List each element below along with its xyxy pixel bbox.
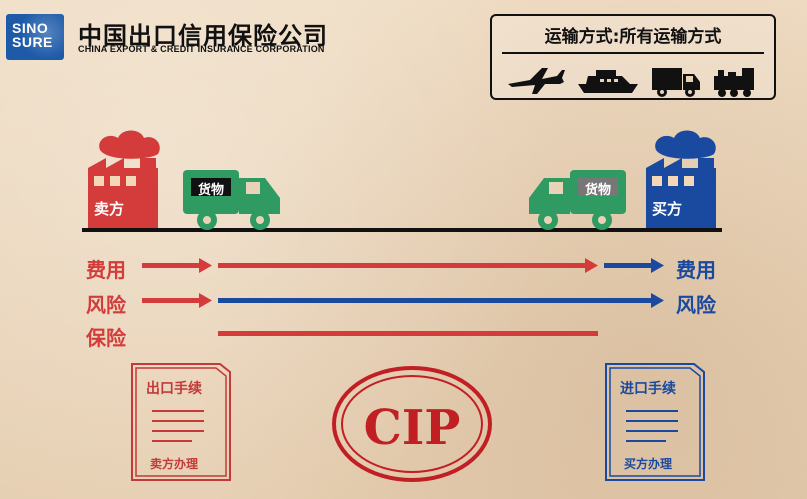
transport-box: 运输方式:所有运输方式 bbox=[490, 14, 776, 100]
seller-label: 卖方 bbox=[94, 200, 125, 218]
transport-icons bbox=[508, 68, 754, 97]
seller-factory-icon bbox=[88, 130, 160, 228]
risk-arrows bbox=[142, 293, 664, 308]
cost-left-label: 费用 bbox=[86, 258, 126, 282]
risk-right-label: 风险 bbox=[676, 293, 716, 317]
risk-left-label: 风险 bbox=[86, 293, 126, 317]
export-doc-title: 出口手续 bbox=[146, 381, 202, 397]
truck-icon bbox=[652, 68, 700, 97]
export-doc-footer: 卖方办理 bbox=[150, 457, 199, 471]
export-document-icon bbox=[131, 363, 231, 481]
truck-right-icon bbox=[529, 170, 626, 230]
train-icon bbox=[714, 68, 754, 97]
cost-arrows bbox=[142, 258, 664, 273]
insurance-arrow bbox=[218, 331, 598, 336]
cargo-right-label: 货物 bbox=[584, 183, 611, 198]
cargo-left-label: 货物 bbox=[197, 183, 224, 198]
company-name-cn: 中国出口信用保险公司 bbox=[78, 22, 328, 50]
cost-right-label: 费用 bbox=[676, 258, 716, 282]
buyer-label: 买方 bbox=[652, 200, 683, 218]
import-document-icon bbox=[605, 363, 705, 481]
sinosure-logo: SINO SURE bbox=[6, 14, 64, 60]
ship-icon bbox=[578, 70, 638, 93]
cip-stamp-icon: CIP bbox=[332, 366, 492, 482]
stamp-text: CIP bbox=[364, 400, 461, 456]
airplane-icon bbox=[508, 68, 565, 94]
buyer-factory-icon bbox=[646, 130, 716, 228]
ground-line bbox=[82, 228, 722, 232]
truck-left-icon bbox=[183, 170, 280, 230]
transport-divider bbox=[502, 52, 764, 54]
import-doc-title: 进口手续 bbox=[620, 381, 676, 397]
transport-title: 运输方式:所有运输方式 bbox=[544, 27, 722, 47]
logo-line1: SINO bbox=[12, 20, 49, 36]
logo-text: SINO SURE bbox=[12, 21, 53, 49]
logo-line2: SURE bbox=[12, 34, 53, 50]
insurance-left-label: 保险 bbox=[86, 326, 126, 350]
company-name-en: CHINA EXPORT & CREDIT INSURANCE CORPORAT… bbox=[78, 44, 325, 54]
import-doc-footer: 买方办理 bbox=[624, 457, 673, 471]
